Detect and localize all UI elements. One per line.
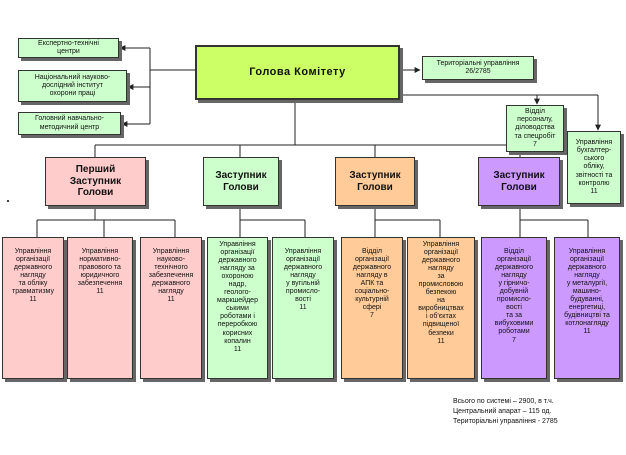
unit-box[interactable]: Управління науково- технічного забезпече… [140, 237, 202, 379]
deputy-4-box[interactable]: Заступник Голови [478, 157, 560, 206]
territorial-departments-box[interactable]: Територіальні управління 26/2785 [422, 56, 534, 80]
unit-box[interactable]: Відділ організації державного нагляду в … [341, 237, 403, 379]
summary-territorial: Територіальні управління - 2785 [453, 418, 558, 425]
unit-box[interactable]: Управління організації державного нагляд… [554, 237, 620, 379]
unit-box[interactable]: Управління нормативно- правового та юрид… [67, 237, 133, 379]
summary-total: Всього по системі – 2900, в т.ч. [453, 398, 554, 405]
unit-box[interactable]: Управління організації державного нагляд… [272, 237, 334, 379]
research-institute-box[interactable]: Національний науково- дослідний інститут… [18, 70, 127, 102]
expert-technical-centers-box[interactable]: Експертно-технічні центри [18, 38, 119, 58]
committee-head-box[interactable]: Голова Комітету [195, 45, 400, 100]
unit-box[interactable]: Управління організації державного нагляд… [407, 237, 475, 379]
deputy-2-box[interactable]: Заступник Голови [203, 157, 279, 206]
unit-box[interactable]: Управління організації державного нагляд… [2, 237, 64, 379]
stray-dot [7, 200, 9, 202]
unit-box[interactable]: Управління організації державного нагляд… [207, 237, 268, 379]
summary-central: Центральний апарат – 115 од. [453, 408, 552, 415]
unit-box[interactable]: Відділ організації державного нагляду у … [481, 237, 547, 379]
training-center-box[interactable]: Головний навчально- методичний центр [18, 112, 121, 135]
deputy-3-box[interactable]: Заступник Голови [335, 157, 415, 206]
personnel-department-box[interactable]: Відділ персоналу, діловодства та спецроб… [506, 105, 564, 152]
accounting-department-box[interactable]: Управління бухгалтер- ського обліку, зві… [567, 131, 621, 204]
first-deputy-box[interactable]: Перший Заступник Голови [45, 157, 146, 206]
